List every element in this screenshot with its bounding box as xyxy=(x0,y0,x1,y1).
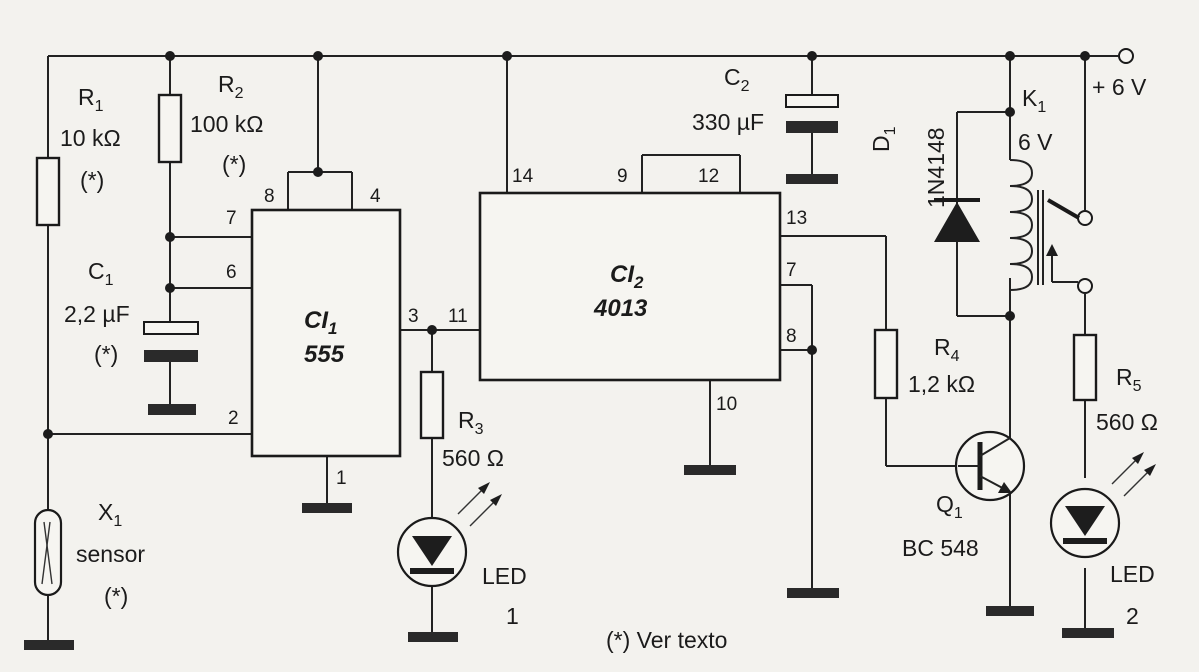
r3-value: 560 Ω xyxy=(442,445,504,471)
k1-label: K1 xyxy=(1022,85,1046,116)
c2-label: C2 xyxy=(724,64,750,95)
led1-number: 1 xyxy=(506,603,519,629)
ci1-label: CI1 xyxy=(304,307,337,338)
x1-note: (*) xyxy=(104,583,128,609)
r2-label: R2 xyxy=(218,71,244,102)
footnote: (*) Ver texto xyxy=(606,627,727,653)
ci1-pin4: 4 xyxy=(370,186,381,207)
led-2 xyxy=(1049,452,1156,559)
supply-label: + 6 V xyxy=(1092,74,1147,100)
ground-ci1 xyxy=(302,503,352,513)
resistor-r1 xyxy=(35,156,61,227)
ground-led1 xyxy=(408,632,458,642)
ci1-pin2: 2 xyxy=(228,408,239,429)
x1-label: X1 xyxy=(98,499,122,530)
d1-part: 1N4148 xyxy=(923,127,949,208)
c1-label: C1 xyxy=(88,258,114,289)
wires xyxy=(47,55,1118,640)
c2-value: 330 µF xyxy=(692,109,764,135)
ground-sensor xyxy=(24,640,74,650)
ic-555 xyxy=(250,208,402,458)
diode-d1 xyxy=(934,198,980,242)
c1-value: 2,2 µF xyxy=(64,301,130,327)
ci2-part: 4013 xyxy=(593,295,648,322)
r4-label: R4 xyxy=(934,334,960,365)
capacitor-c1 xyxy=(143,321,199,415)
ci2-pin8: 8 xyxy=(786,326,797,347)
k1-value: 6 V xyxy=(1018,129,1053,155)
r1-value: 10 kΩ xyxy=(60,125,121,151)
ci1-pin3: 3 xyxy=(408,306,419,327)
ci2-pin13: 13 xyxy=(786,208,807,229)
ci2-pin7: 7 xyxy=(786,260,797,281)
supply-terminal xyxy=(1118,48,1134,64)
resistor-r3 xyxy=(419,370,445,440)
ground-ci2-pins xyxy=(787,588,839,598)
c1-note: (*) xyxy=(94,341,118,367)
r1-label: R1 xyxy=(78,84,104,115)
ci2-pin12: 12 xyxy=(698,166,719,187)
ground-q1 xyxy=(986,606,1034,616)
ci1-pin8: 8 xyxy=(264,186,275,207)
resistor-r4 xyxy=(873,328,899,400)
junction-dots xyxy=(43,51,1090,439)
sensor-x1 xyxy=(33,508,63,597)
resistor-r2 xyxy=(157,93,183,164)
r2-value: 100 kΩ xyxy=(190,111,263,137)
ic-4013 xyxy=(478,191,782,382)
r5-label: R5 xyxy=(1116,364,1142,395)
ci1-pin1: 1 xyxy=(336,468,347,489)
x1-part: sensor xyxy=(76,541,145,567)
q1-label: Q1 xyxy=(936,491,963,522)
r5-value: 560 Ω xyxy=(1096,409,1158,435)
ci2-label: CI2 xyxy=(610,261,644,292)
r4-value: 1,2 kΩ xyxy=(908,371,975,397)
relay-k1 xyxy=(1009,159,1093,294)
led1-label: LED xyxy=(482,563,527,589)
ci1-pin7: 7 xyxy=(226,208,237,229)
ground-led2 xyxy=(1062,628,1114,638)
ground-ci2 xyxy=(684,465,736,475)
r2-note: (*) xyxy=(222,151,246,177)
q1-part: BC 548 xyxy=(902,535,979,561)
ci1-pin6: 6 xyxy=(226,262,237,283)
r3-label: R3 xyxy=(458,407,484,438)
d1-label: D1 xyxy=(868,126,899,152)
r1-note: (*) xyxy=(80,167,104,193)
ci2-pin14: 14 xyxy=(512,166,534,187)
transistor-q1 xyxy=(954,430,1026,502)
ci2-pin11: 11 xyxy=(448,306,468,327)
ci2-pin9: 9 xyxy=(617,166,628,187)
ci2-pin10: 10 xyxy=(716,394,737,415)
led2-label: LED xyxy=(1110,561,1155,587)
ci1-part: 555 xyxy=(304,341,345,368)
capacitor-c2 xyxy=(785,94,839,184)
led-1 xyxy=(396,482,502,588)
resistor-r5 xyxy=(1072,333,1098,402)
led2-number: 2 xyxy=(1126,603,1139,629)
